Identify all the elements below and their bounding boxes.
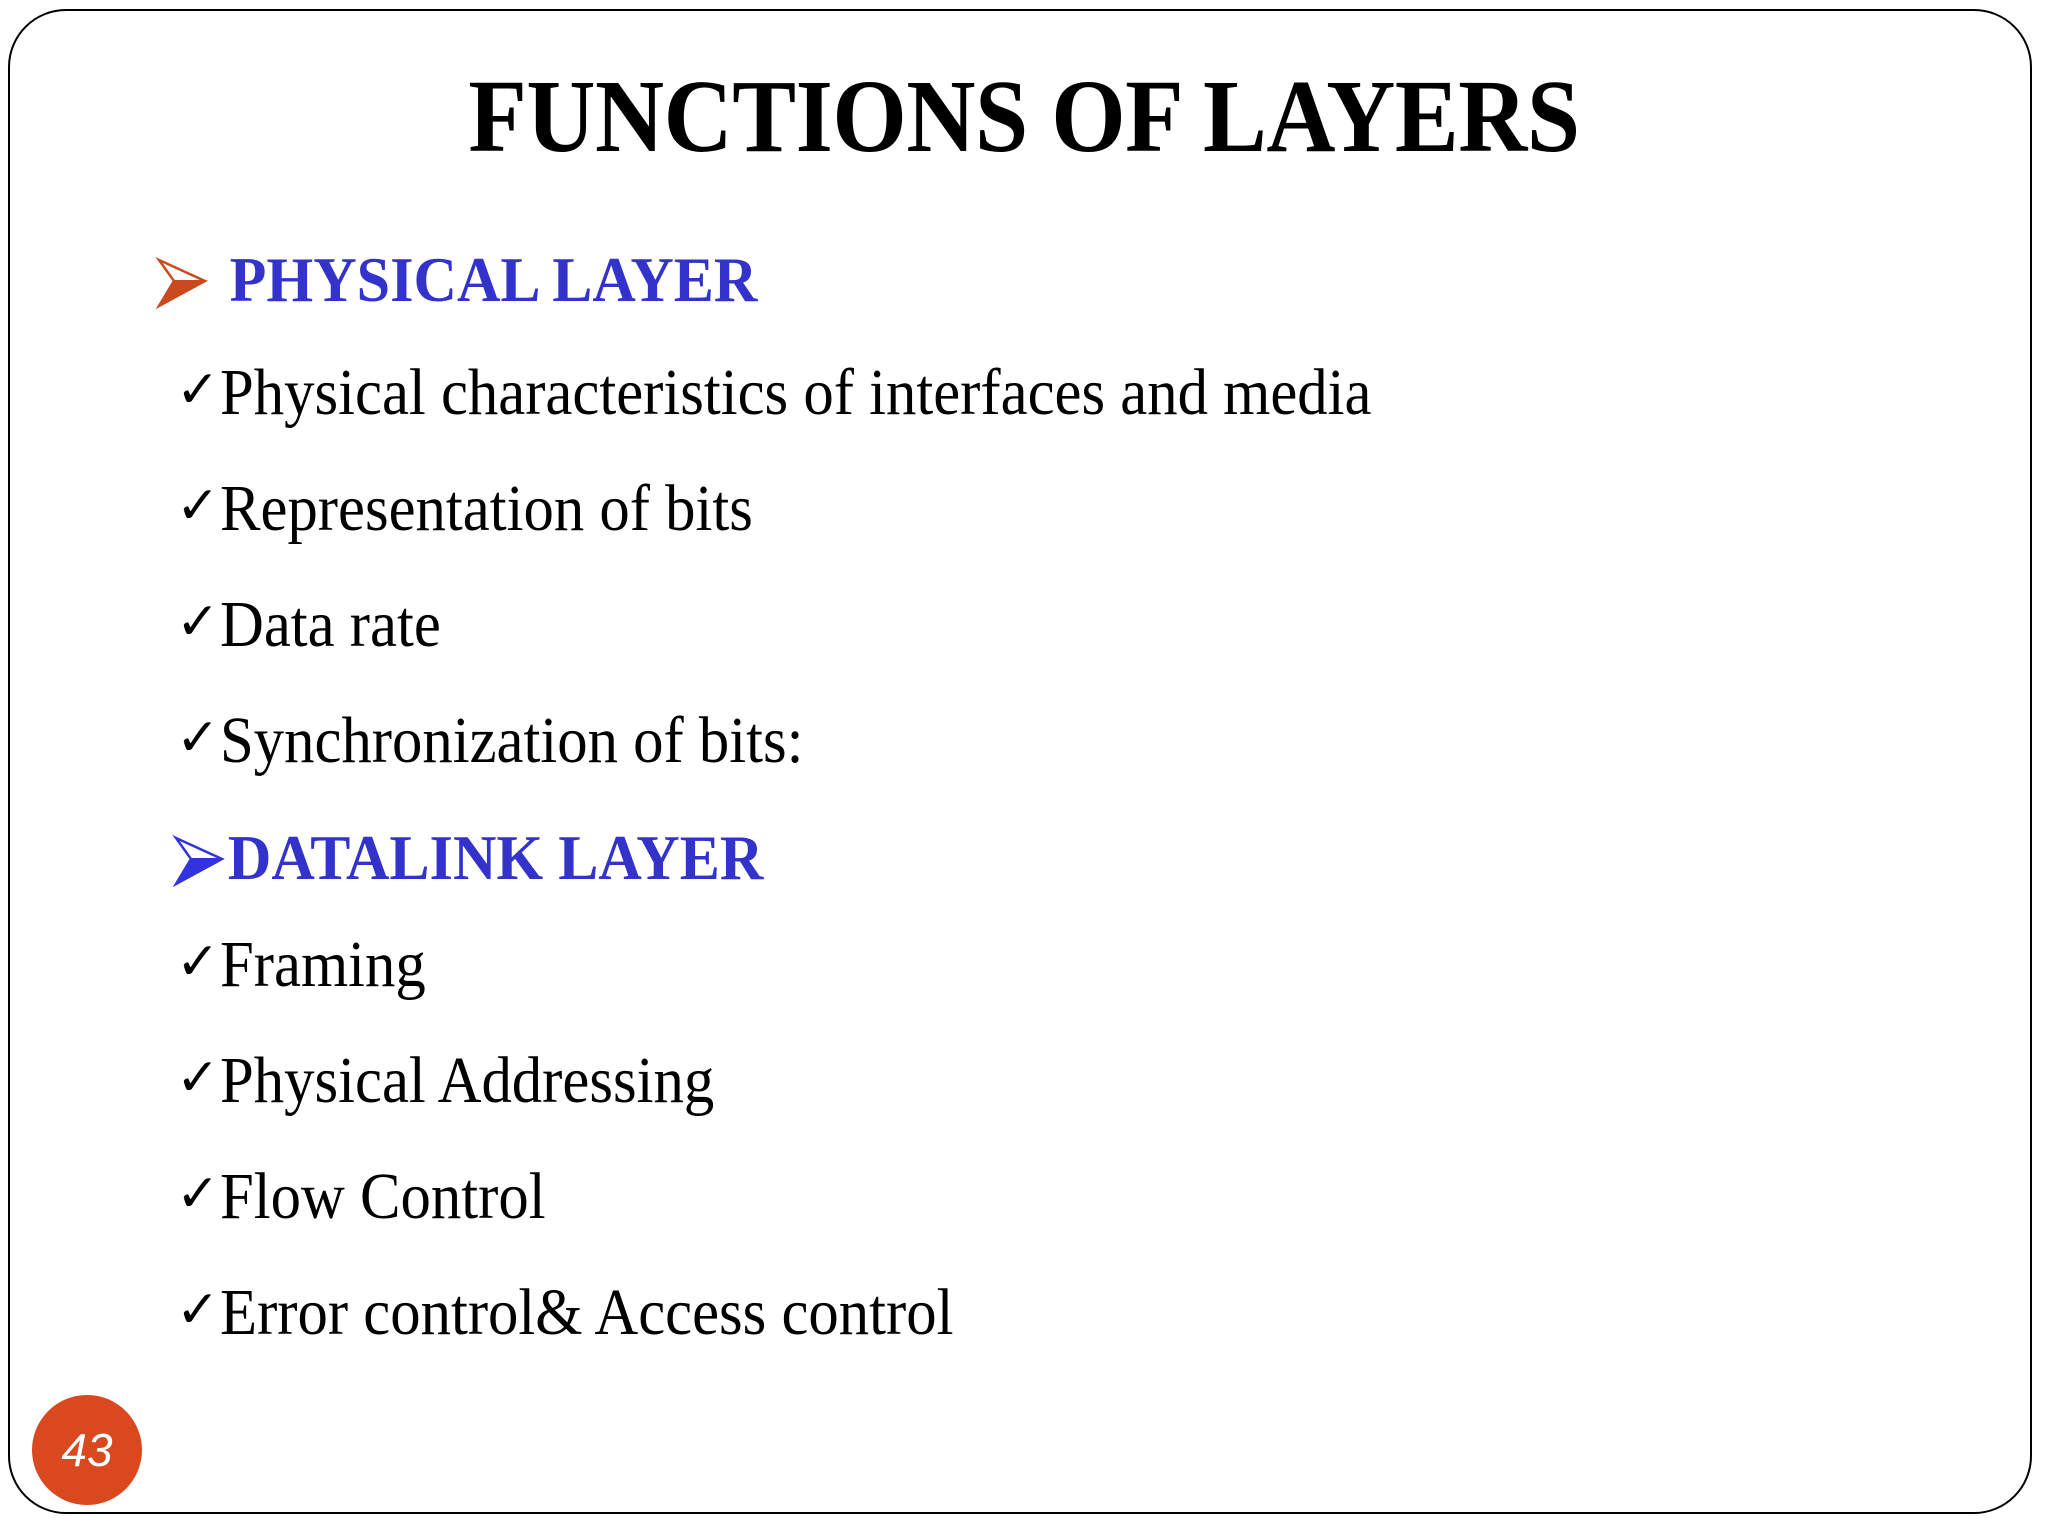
list-item: ✓ Representation of bits bbox=[0, 476, 2048, 542]
arrow-right-bullet-icon bbox=[155, 254, 209, 312]
list-item-label: Synchronization of bits: bbox=[220, 704, 804, 777]
page-number-badge: 43 bbox=[32, 1395, 142, 1505]
check-bullet-icon: ✓ bbox=[176, 592, 220, 652]
check-bullet-icon: ✓ bbox=[176, 476, 220, 536]
list-item-label: Framing bbox=[220, 928, 426, 1001]
slide-body: PHYSICAL LAYER ✓ Physical characteristic… bbox=[0, 248, 2048, 1396]
list-item: ✓ Physical Addressing bbox=[0, 1048, 2048, 1114]
list-item-label: Error control& Access control bbox=[220, 1276, 954, 1349]
list-item-label: Physical Addressing bbox=[220, 1044, 715, 1117]
list-item-label: Data rate bbox=[220, 588, 441, 661]
list-item-label: Physical characteristics of interfaces a… bbox=[220, 356, 1372, 429]
list-item-label: Flow Control bbox=[220, 1160, 546, 1233]
list-item: ✓ Framing bbox=[0, 932, 2048, 998]
section-title-physical-layer: PHYSICAL LAYER bbox=[229, 244, 758, 315]
check-bullet-icon: ✓ bbox=[176, 932, 220, 992]
list-item: ✓ Flow Control bbox=[0, 1164, 2048, 1230]
list-item: ✓ Synchronization of bits: bbox=[0, 708, 2048, 774]
check-bullet-icon: ✓ bbox=[176, 1048, 220, 1108]
page-title: FUNCTIONS OF LAYERS bbox=[468, 59, 1580, 174]
list-item: ✓ Data rate bbox=[0, 592, 2048, 658]
check-bullet-icon: ✓ bbox=[176, 1280, 220, 1340]
check-bullet-icon: ✓ bbox=[176, 360, 220, 420]
arrow-right-bullet-icon bbox=[172, 832, 226, 890]
list-item: ✓ Error control& Access control bbox=[0, 1280, 2048, 1346]
section-heading-datalink-layer: DATALINK LAYER bbox=[0, 826, 2048, 890]
check-bullet-icon: ✓ bbox=[176, 1164, 220, 1224]
check-bullet-icon: ✓ bbox=[176, 708, 220, 768]
list-item: ✓ Physical characteristics of interfaces… bbox=[0, 360, 2048, 426]
section-title-datalink-layer: DATALINK LAYER bbox=[227, 822, 764, 893]
section-heading-physical-layer: PHYSICAL LAYER bbox=[0, 248, 2048, 312]
list-item-label: Representation of bits bbox=[220, 472, 753, 545]
page-number-label: 43 bbox=[61, 1424, 113, 1476]
